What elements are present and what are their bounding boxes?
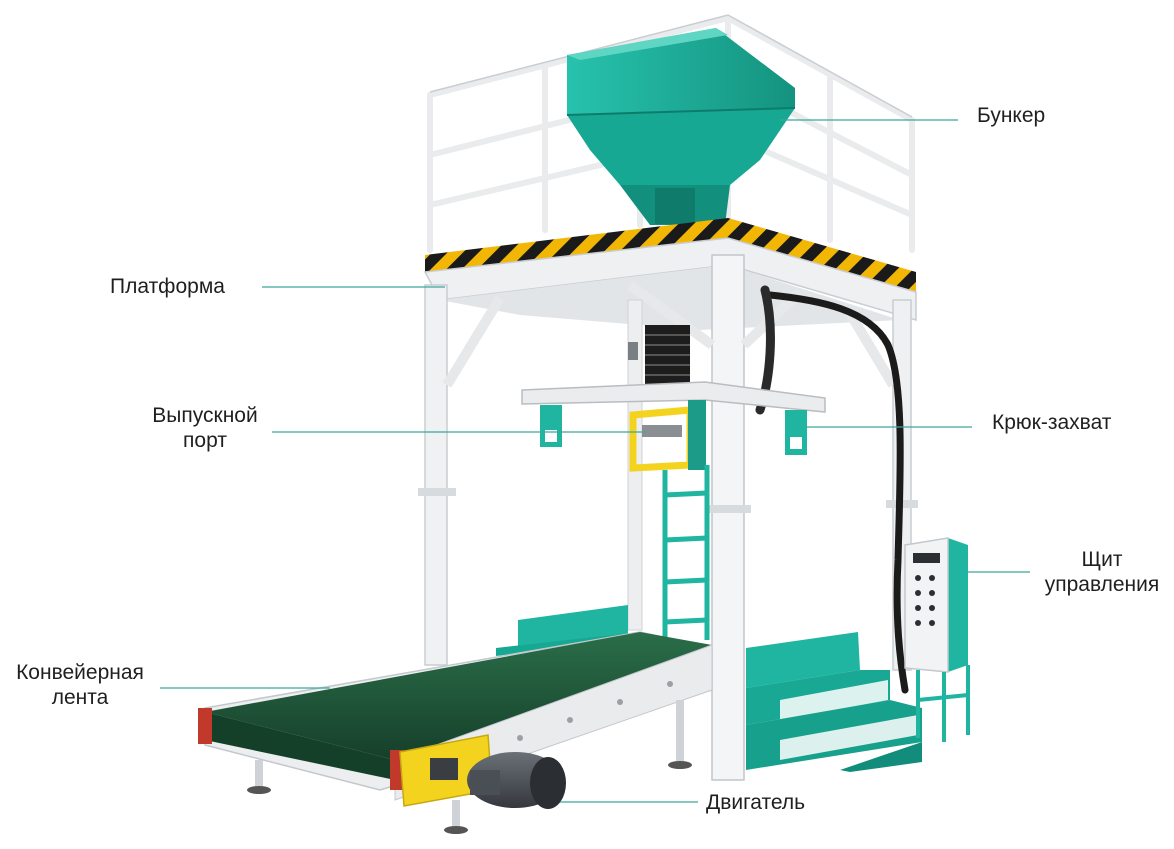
- hopper-body: [566, 28, 796, 225]
- weigh-head: [628, 325, 690, 385]
- control-cabinet: [904, 537, 970, 742]
- leader-lines: [160, 119, 1030, 803]
- drive-motor: [399, 734, 566, 809]
- label-discharge-line1: Выпускной: [152, 404, 258, 427]
- label-discharge-line2: порт: [183, 429, 227, 452]
- label-conveyor-line1: Конвейерная: [16, 661, 144, 684]
- label-conveyor: Конвейерная лента: [0, 660, 160, 710]
- label-discharge-port: Выпускной порт: [134, 403, 276, 453]
- platform-deck: [423, 218, 917, 330]
- ladder: [662, 465, 710, 640]
- label-motor: Двигатель: [706, 791, 806, 814]
- label-control-line2: управления: [1044, 573, 1160, 596]
- hook-carriage: [521, 381, 826, 472]
- label-hook: Крюк-захват: [992, 411, 1112, 434]
- label-conveyor-line2: лента: [51, 686, 109, 709]
- stairs: [746, 632, 922, 772]
- label-hopper: Бункер: [977, 104, 1046, 127]
- label-platform: Платформа: [110, 275, 225, 298]
- top-railing-edge: [429, 14, 913, 118]
- label-control-line1: Щит: [1081, 548, 1123, 571]
- label-control-panel: Щит управления: [1030, 547, 1174, 597]
- conveyor: [198, 631, 713, 834]
- cable-hose: [755, 285, 909, 694]
